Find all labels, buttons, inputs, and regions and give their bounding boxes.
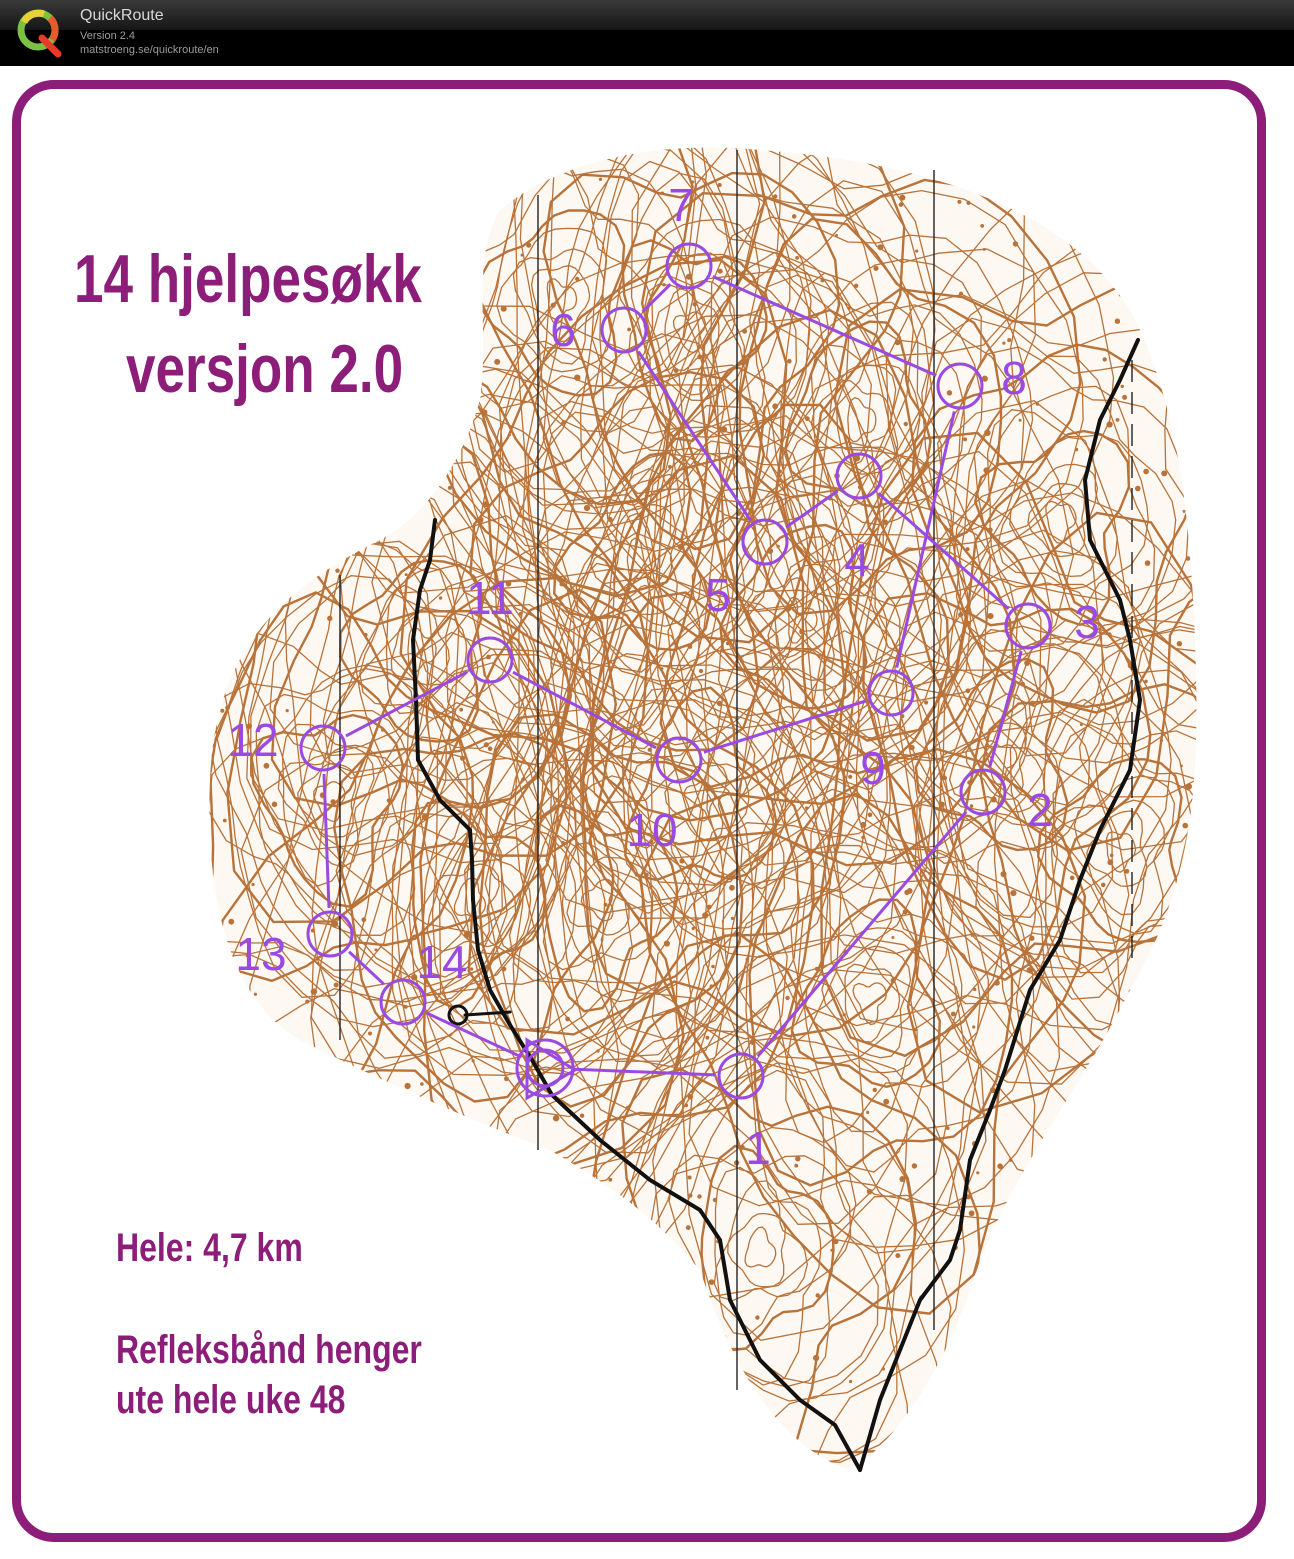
note-line1: Refleksbånd henger <box>116 1328 422 1372</box>
control-number-2: 2 <box>1027 784 1053 836</box>
control-circle-5 <box>741 518 789 566</box>
control-number-3: 3 <box>1074 596 1100 648</box>
course-leg <box>512 670 657 750</box>
course-leg <box>425 1011 523 1059</box>
control-number-4: 4 <box>844 534 870 586</box>
course-length-text: Hele: 4,7 km <box>116 1226 303 1270</box>
control-circle-3 <box>1004 602 1052 650</box>
control-circle-6 <box>600 306 648 354</box>
control-number-10: 10 <box>626 804 678 856</box>
course-leg <box>712 275 937 377</box>
control-number-5: 5 <box>705 569 731 621</box>
trail-spur <box>463 1010 512 1017</box>
course-leg <box>877 492 1010 610</box>
course-leg <box>756 810 968 1058</box>
trail-ring <box>447 1004 469 1026</box>
control-circle-7 <box>665 242 713 290</box>
control-number-11: 11 <box>466 572 514 624</box>
app-url[interactable]: matstroeng.se/quickroute/en <box>80 44 219 56</box>
map-title-line1: 14 hjelpesøkk <box>74 241 422 317</box>
window-titlebar: QuickRoute Version 2.4 matstroeng.se/qui… <box>0 0 1294 66</box>
course-leg <box>637 350 752 522</box>
control-number-9: 9 <box>860 742 886 794</box>
course-leg <box>988 650 1023 768</box>
control-number-8: 8 <box>1001 352 1027 404</box>
course-leg <box>347 950 386 986</box>
course-leg <box>703 699 867 754</box>
control-circle-9 <box>867 669 915 717</box>
quickroute-logo-icon <box>17 9 62 58</box>
control-number-6: 6 <box>550 304 576 356</box>
control-circle-1 <box>717 1052 765 1100</box>
control-circle-10 <box>655 736 703 784</box>
titlebar-sheen <box>0 0 1294 30</box>
control-number-12: 12 <box>227 714 279 766</box>
terrain-layer <box>209 147 1197 1470</box>
control-circle-14 <box>379 978 427 1026</box>
control-number-13: 13 <box>235 928 287 980</box>
control-circle-8 <box>936 362 984 410</box>
app-name: QuickRoute <box>80 7 164 24</box>
course-overprint <box>299 242 1052 1101</box>
control-number-7: 7 <box>668 179 694 231</box>
course-leg <box>785 489 839 529</box>
course-leg <box>345 670 468 738</box>
note-line2: ute hele uke 48 <box>116 1378 346 1422</box>
control-circle-4 <box>835 452 883 500</box>
map-title-line2: versjon 2.0 <box>126 331 404 407</box>
control-circle-12 <box>299 724 347 772</box>
course-leg <box>641 283 672 313</box>
control-circle-2 <box>959 768 1007 816</box>
control-circle-13 <box>306 910 354 958</box>
north-lines <box>339 150 1133 1390</box>
trail-east <box>858 338 1143 1472</box>
course-leg <box>322 773 331 909</box>
control-number-1: 1 <box>745 1122 771 1174</box>
control-circle-11 <box>466 636 514 684</box>
start-finish-symbol <box>515 1037 578 1101</box>
app-version: Version 2.4 <box>80 30 136 42</box>
course-leg <box>895 411 956 668</box>
course-leg <box>570 1067 716 1077</box>
control-number-14: 14 <box>416 936 468 988</box>
